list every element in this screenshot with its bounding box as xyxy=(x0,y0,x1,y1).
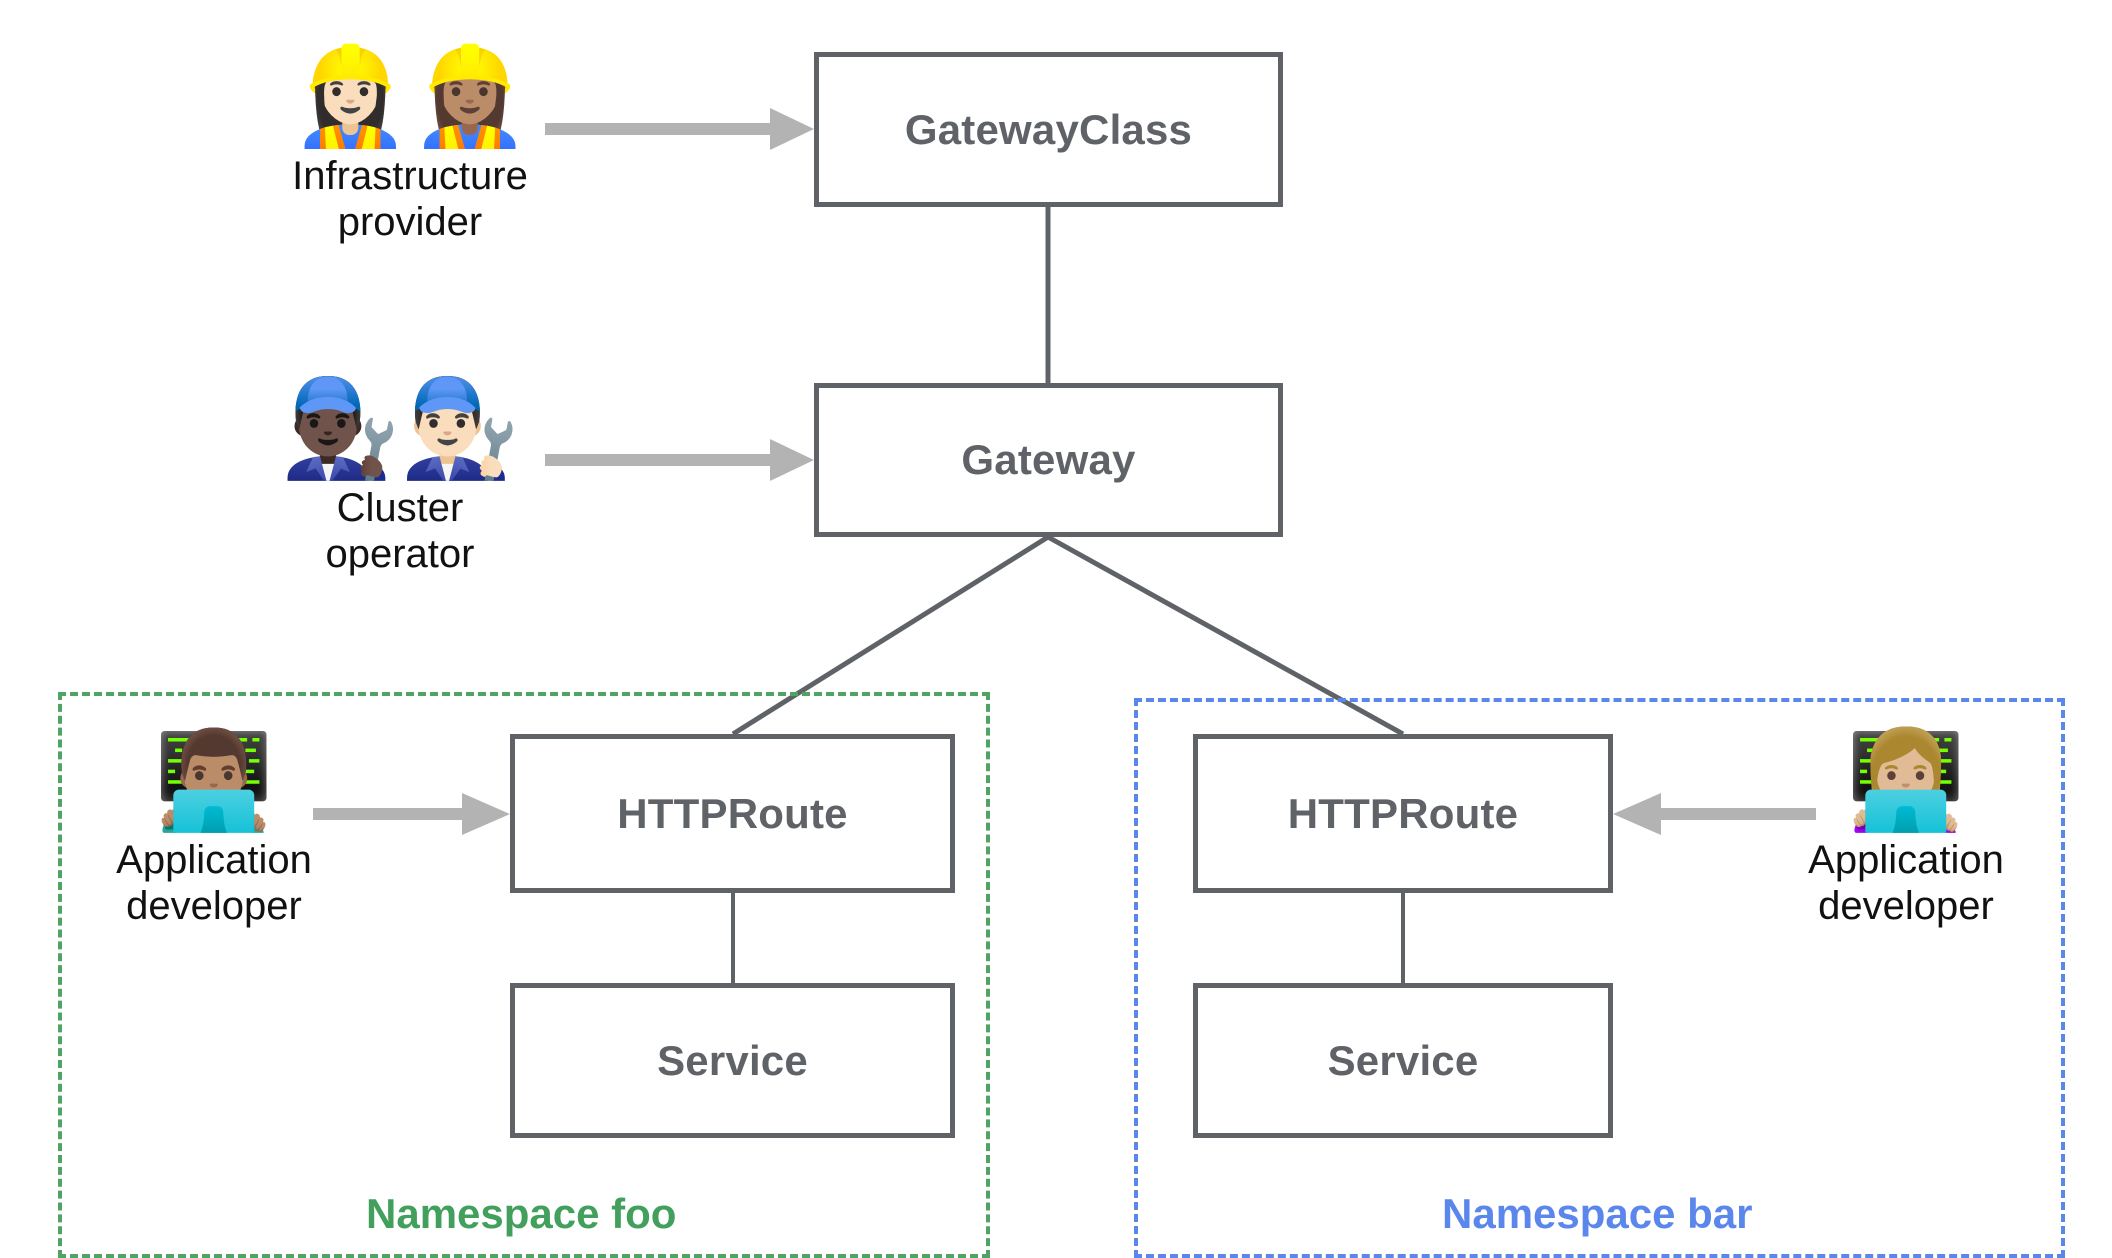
persona-infrastructure-provider: 👷🏻‍♀️👷🏽‍♀️ Infrastructure provider xyxy=(278,46,542,245)
persona-application-developer-bar-label: Application developer xyxy=(1808,837,2004,928)
persona-application-developer-bar: 👩🏼‍💻 Application developer xyxy=(1790,730,2022,929)
edge-gateway-httproute-foo xyxy=(731,534,1050,737)
node-httproute-foo[interactable]: HTTPRoute xyxy=(510,734,955,893)
node-gateway[interactable]: Gateway xyxy=(814,383,1283,537)
node-service-foo[interactable]: Service xyxy=(510,983,955,1138)
node-service-foo-label: Service xyxy=(657,1036,808,1084)
arrow-application-developer-foo xyxy=(313,793,510,835)
node-service-bar-label: Service xyxy=(1327,1036,1479,1084)
arrow-application-developer-bar xyxy=(1613,793,1816,835)
technologist-icon: 👩🏼‍💻 xyxy=(1846,724,1966,836)
namespace-box-bar xyxy=(1134,698,2065,1258)
node-service-bar[interactable]: Service xyxy=(1193,983,1613,1138)
mechanic-icon: 👨🏿‍🔧👨🏻‍🔧 xyxy=(280,372,520,484)
node-gatewayclass[interactable]: GatewayClass xyxy=(814,52,1283,207)
persona-infrastructure-provider-label: Infrastructure provider xyxy=(292,153,528,244)
namespace-label-bar: Namespace bar xyxy=(1442,1190,1753,1237)
node-httproute-bar-label: HTTPRoute xyxy=(1287,789,1519,837)
persona-cluster-operator: 👨🏿‍🔧👨🏻‍🔧 Cluster operator xyxy=(268,378,532,577)
node-gateway-label: Gateway xyxy=(961,436,1136,483)
node-gatewayclass-label: GatewayClass xyxy=(904,105,1193,153)
node-httproute-foo-label: HTTPRoute xyxy=(617,789,848,837)
construction-worker-icon: 👷🏻‍♀️👷🏽‍♀️ xyxy=(290,40,530,152)
namespace-box-foo xyxy=(58,692,990,1258)
persona-cluster-operator-label: Cluster operator xyxy=(325,485,475,576)
arrow-cluster-operator xyxy=(545,439,814,481)
arrow-infrastructure-provider xyxy=(545,108,814,150)
namespace-label-foo: Namespace foo xyxy=(366,1190,677,1237)
persona-application-developer-foo-label: Application developer xyxy=(116,837,312,928)
technologist-icon: 👨🏽‍💻 xyxy=(154,724,274,836)
node-httproute-bar[interactable]: HTTPRoute xyxy=(1193,734,1613,893)
persona-application-developer-foo: 👨🏽‍💻 Application developer xyxy=(98,730,330,929)
